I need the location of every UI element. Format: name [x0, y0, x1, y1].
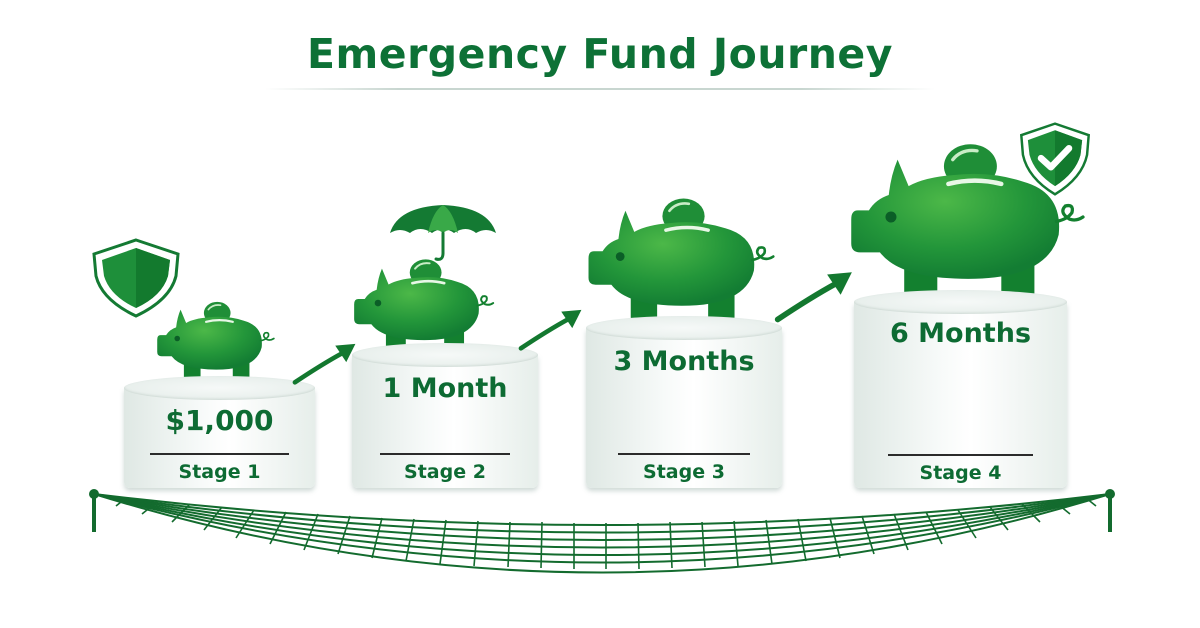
- piggy-bank-icon: [846, 142, 1086, 302]
- stage-divider: [150, 453, 289, 455]
- page-title: Emergency Fund Journey: [307, 30, 893, 78]
- safety-net: [89, 489, 1115, 574]
- stage-value: 6 Months: [889, 318, 1032, 349]
- piggy-bank-icon: [586, 196, 775, 324]
- stage-divider: [380, 453, 510, 455]
- pedestal-stage-4: 6 Months Stage 4: [854, 290, 1067, 488]
- pedestal-stage-1: $1,000 Stage 1: [124, 376, 315, 488]
- piggy-bank-icon: [352, 257, 495, 354]
- stage-value: 1 Month: [382, 373, 508, 404]
- stage-label: Stage 2: [404, 461, 486, 483]
- title-divider: [265, 88, 935, 90]
- pedestal-stage-2: 1 Month Stage 2: [352, 343, 538, 488]
- stage-divider: [618, 453, 750, 455]
- shield-check-icon: [1019, 122, 1091, 196]
- umbrella-icon: [390, 205, 496, 261]
- stage-divider: [888, 454, 1033, 456]
- shield-icon: [92, 238, 180, 318]
- stage-label: Stage 3: [643, 461, 725, 483]
- stage-value: 3 Months: [613, 346, 755, 377]
- stage-label: Stage 1: [178, 461, 261, 483]
- pedestal-stage-3: 3 Months Stage 3: [586, 316, 782, 488]
- stage-label: Stage 4: [919, 462, 1002, 484]
- stage-value: $1,000: [165, 404, 274, 437]
- piggy-bank-icon: [156, 300, 275, 381]
- arrow-up-right-icon: [518, 308, 588, 352]
